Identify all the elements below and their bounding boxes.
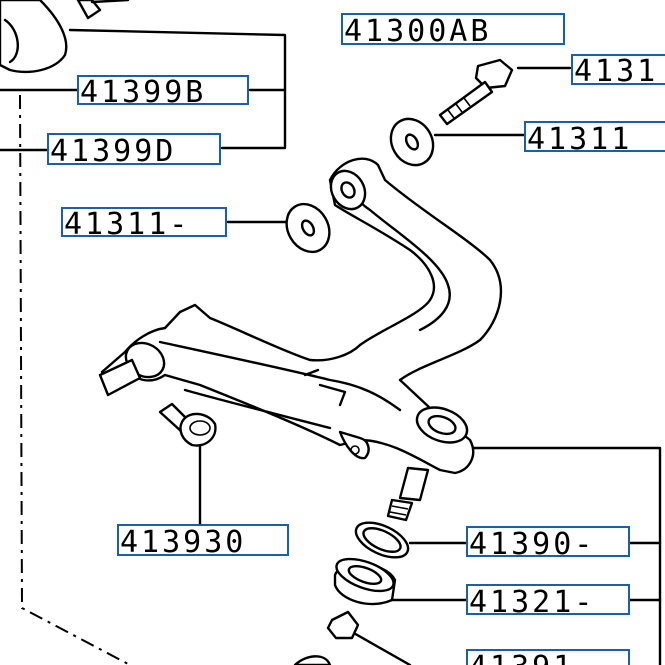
callout-label: 41399D (50, 134, 176, 169)
callout-label: 41399B (80, 75, 206, 110)
nut-icon (326, 610, 360, 640)
callout-41399B[interactable]: 41399B (77, 75, 249, 110)
callout-label: 41391- (469, 650, 595, 665)
snap-ring-icon (354, 521, 410, 559)
callout-label: 41311- (64, 207, 190, 242)
bushing-fragment (0, 0, 130, 74)
callout-41321[interactable]: 41321- (466, 584, 630, 620)
callout-41300AB[interactable]: 41300AB (341, 13, 565, 49)
leader-lines (0, 28, 662, 665)
callout-label: 41300AB (344, 14, 491, 49)
callout-41311-right[interactable]: 41311 (524, 121, 665, 157)
callout-41391[interactable]: 41391- (466, 649, 630, 665)
callout-41399D[interactable]: 41399D (47, 133, 221, 169)
callout-label: 413930 (120, 525, 246, 560)
callout-label: 41311 (527, 122, 632, 157)
callout-label: 41390- (469, 527, 595, 562)
bolt-icon (438, 58, 514, 126)
lower-control-arm (98, 157, 503, 475)
bottom-fragment (293, 655, 332, 665)
washer-icon (389, 117, 435, 167)
dust-boot-icon (333, 557, 397, 606)
callout-4131-top[interactable]: 4131 (571, 54, 665, 89)
callout-41311-left[interactable]: 41311- (61, 207, 227, 242)
callout-41390[interactable]: 41390- (466, 526, 630, 562)
callout-label: 4131 (574, 54, 658, 89)
callout-413930[interactable]: 413930 (117, 524, 289, 560)
washer-icon (285, 202, 331, 254)
ball-joint-stud (386, 466, 430, 522)
bolt-icon (158, 402, 217, 447)
callout-label: 41321- (469, 585, 595, 620)
